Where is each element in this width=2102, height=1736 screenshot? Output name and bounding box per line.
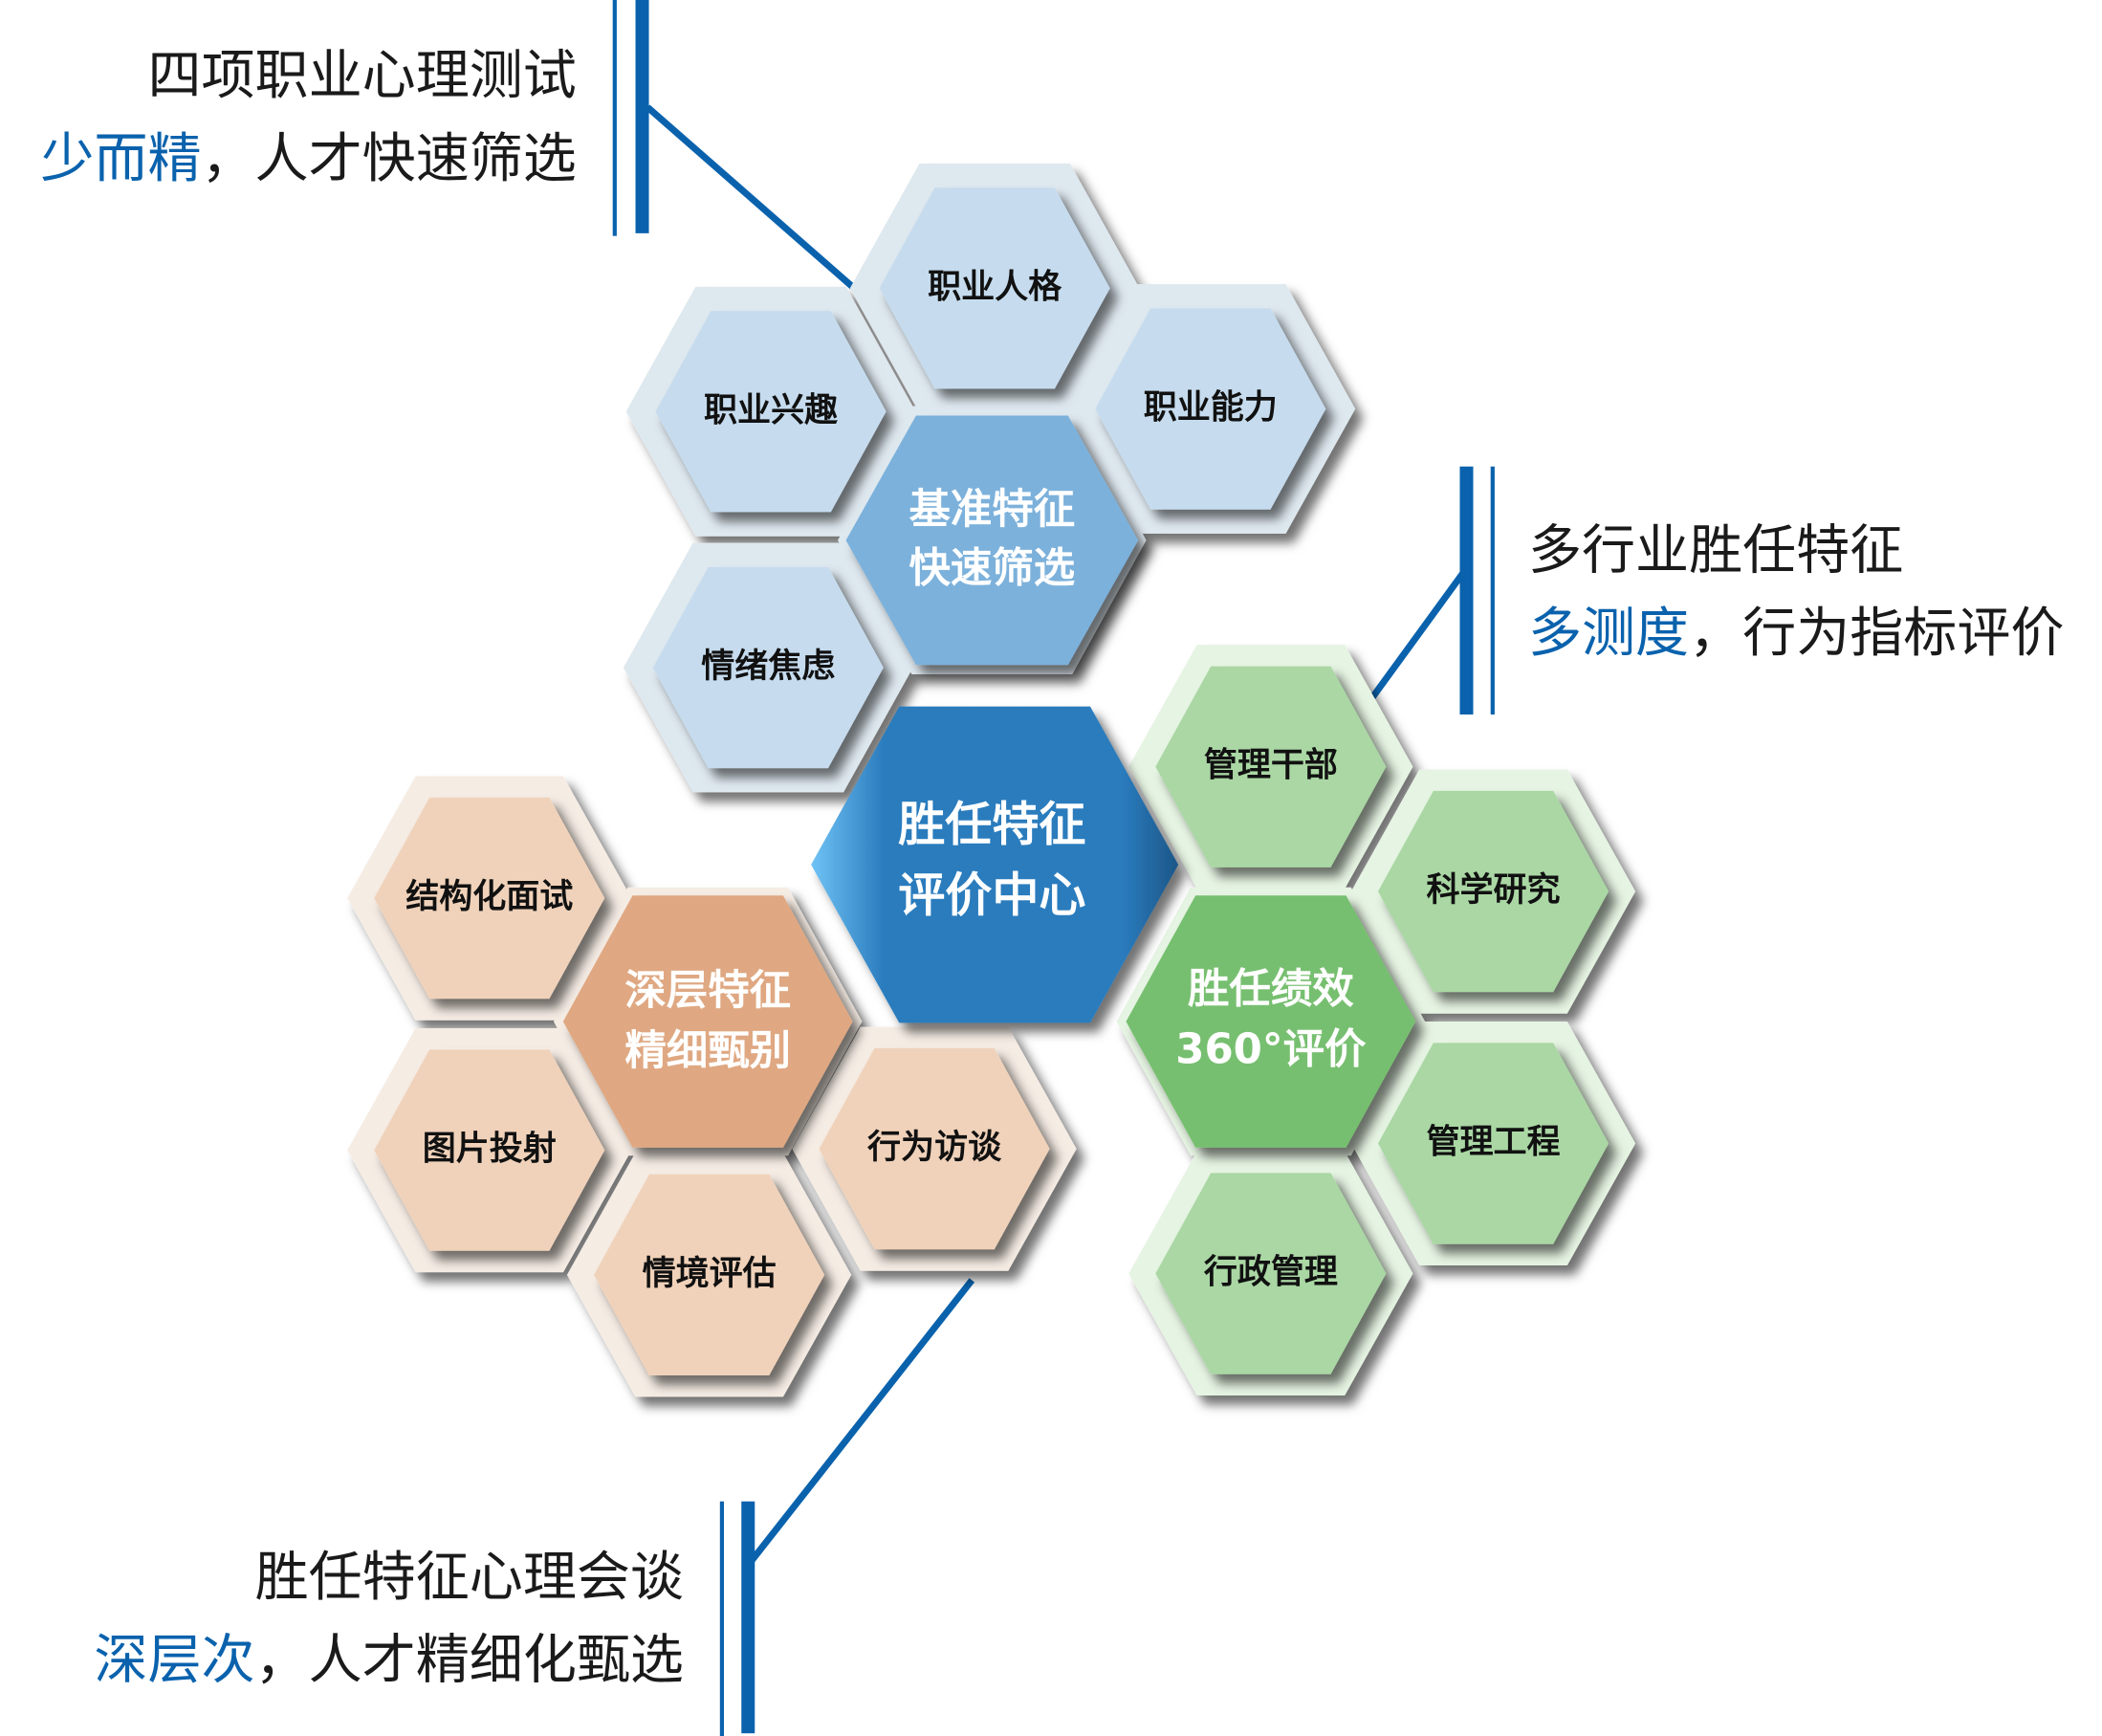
connector-bottom (719, 1278, 975, 1736)
hex-label: 行政管理 (1204, 1252, 1338, 1291)
annotation-subtitle: 多测度，行为指标评价 (1528, 603, 2065, 665)
hex-scientific-research[interactable]: 科学研究 (1377, 790, 1609, 993)
hex-assessment-center[interactable]: 胜任特征 评价中心 (811, 706, 1179, 1023)
center-label-line1: 胜任特征 (898, 796, 1085, 851)
hex-administrative-management[interactable]: 行政管理 (1155, 1173, 1387, 1374)
center-label-line2: 评价中心 (898, 868, 1085, 923)
hex-label: 职业人格 (928, 267, 1062, 306)
annotation-title: 多行业胜任特征 (1528, 519, 1903, 582)
hex-label-line2: 快速筛选 (909, 545, 1075, 593)
annotation-right: 多行业胜任特征 多测度，行为指标评价 (1528, 519, 2065, 665)
hex-management-cadre[interactable]: 管理干部 (1155, 666, 1387, 868)
connector-right (1369, 466, 1495, 715)
hex-label-line2: 360°评价 (1175, 1026, 1367, 1074)
hex-label-line1: 深层特征 (624, 967, 791, 1015)
hex-performance-core[interactable]: 胜任绩效 360°评价 (1126, 895, 1416, 1148)
hex-deep-core[interactable]: 深层特征 精细甄别 (562, 895, 853, 1148)
hex-label: 结构化面试 (405, 877, 573, 916)
annotation-subtitle: 少而精，人才快速筛选 (40, 128, 577, 190)
hex-benchmark-core[interactable]: 基准特征 快速筛选 (845, 415, 1139, 666)
hex-emotional-anxiety[interactable]: 情绪焦虑 (652, 566, 884, 769)
hex-career-ability[interactable]: 职业能力 (1095, 308, 1326, 510)
hex-label: 科学研究 (1426, 870, 1560, 910)
hex-label-line2: 精细甄别 (624, 1027, 791, 1075)
hex-career-personality[interactable]: 职业人格 (879, 187, 1110, 389)
hex-label: 职业兴趣 (704, 390, 838, 429)
annotation-subtitle: 深层次，人才精细化甄选 (94, 1630, 684, 1692)
hex-label-line1: 基准特征 (909, 486, 1075, 534)
annotation-bottom: 胜任特征心理会谈 深层次，人才精细化甄选 (94, 1547, 684, 1692)
hex-situational-assessment[interactable]: 情境评估 (594, 1174, 825, 1375)
hex-label: 管理工程 (1426, 1123, 1560, 1162)
hex-label: 职业能力 (1144, 387, 1278, 427)
hex-label: 图片投射 (423, 1130, 557, 1169)
hex-career-interest[interactable]: 职业兴趣 (655, 311, 887, 513)
annotation-title: 四项职业心理测试 (147, 45, 576, 107)
hex-structured-interview[interactable]: 结构化面试 (374, 797, 605, 1000)
connector-top (612, 0, 855, 290)
hex-behavioral-interview[interactable]: 行为访谈 (819, 1048, 1050, 1250)
hex-label: 行为访谈 (867, 1128, 1002, 1167)
hex-management-engineering[interactable]: 管理工程 (1377, 1043, 1609, 1244)
hex-label: 情绪焦虑 (701, 647, 835, 686)
hex-picture-projection[interactable]: 图片投射 (374, 1049, 605, 1251)
annotation-top: 四项职业心理测试 少而精，人才快速筛选 (40, 45, 577, 190)
hex-label: 管理干部 (1204, 746, 1338, 785)
hex-label-line1: 胜任绩效 (1188, 966, 1354, 1014)
hex-label: 情境评估 (643, 1254, 777, 1293)
annotation-title: 胜任特征心理会谈 (255, 1547, 684, 1609)
